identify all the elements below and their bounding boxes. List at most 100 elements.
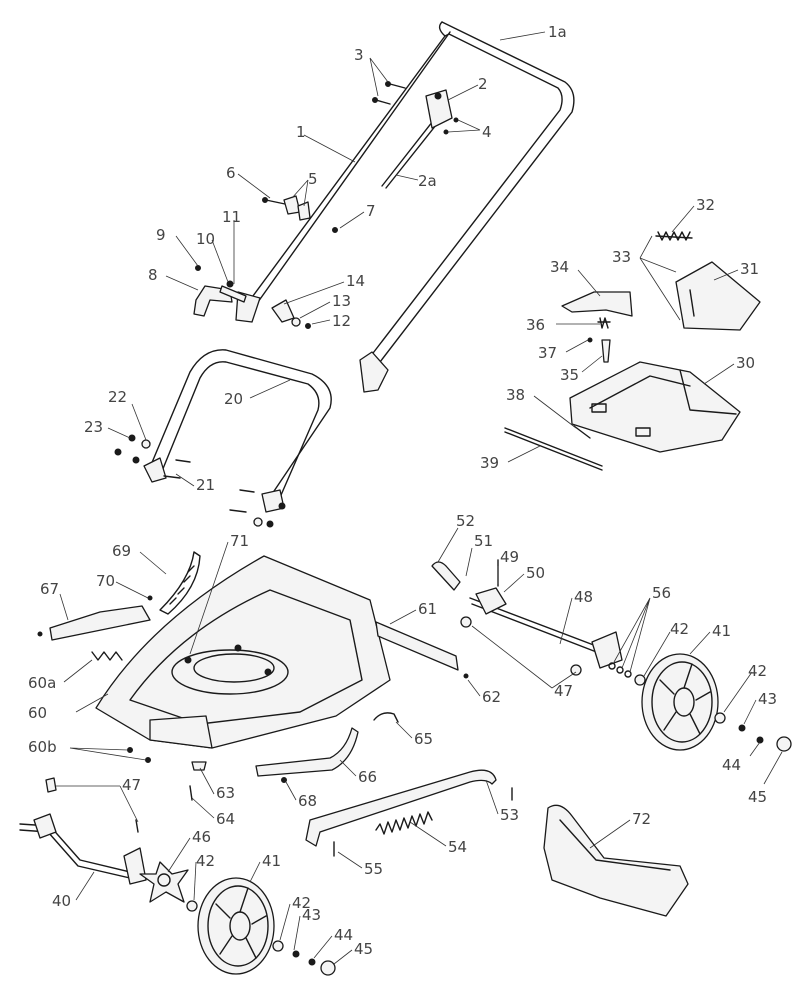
callout-46: 46 xyxy=(192,828,211,846)
callout-4: 4 xyxy=(482,123,492,141)
front-flap-67 xyxy=(49,605,151,641)
callout-41-lower: 41 xyxy=(262,852,281,870)
callout-11: 11 xyxy=(222,208,241,226)
rear-wheel-41 xyxy=(634,653,792,752)
drive-gear-46 xyxy=(139,861,189,903)
latch-12-14 xyxy=(271,299,311,329)
callout-36: 36 xyxy=(526,316,545,334)
callout-34: 34 xyxy=(550,258,569,276)
callout-43-upper: 43 xyxy=(758,690,777,708)
guard-69 xyxy=(159,551,201,615)
callout-71: 71 xyxy=(230,532,249,550)
callout-47-upper: 47 xyxy=(554,682,573,700)
side-discharge-72 xyxy=(543,804,689,917)
spring-32 xyxy=(655,231,693,241)
small-parts-deck xyxy=(37,595,469,801)
front-wheel-41 xyxy=(186,877,336,976)
callout-22: 22 xyxy=(108,388,127,406)
callout-42-right: 42 xyxy=(748,662,767,680)
callout-48: 48 xyxy=(574,588,593,606)
callout-68: 68 xyxy=(298,792,317,810)
callout-41-upper: 41 xyxy=(712,622,731,640)
callout-51: 51 xyxy=(474,532,493,550)
grass-box-30 xyxy=(569,361,741,453)
callout-39: 39 xyxy=(480,454,499,472)
callout-55: 55 xyxy=(364,860,383,878)
callout-60b: 60b xyxy=(28,738,57,756)
flap-34 xyxy=(561,291,633,317)
callout-53: 53 xyxy=(500,806,519,824)
callout-66: 66 xyxy=(358,768,377,786)
callout-1a: 1a xyxy=(548,23,567,41)
callout-20: 20 xyxy=(224,390,243,408)
leader-lines xyxy=(56,31,783,965)
callout-72: 72 xyxy=(632,810,651,828)
callout-60: 60 xyxy=(28,704,47,722)
callout-42-lower: 42 xyxy=(196,852,215,870)
callout-69: 69 xyxy=(112,542,131,560)
bar-53 xyxy=(305,769,497,847)
callout-12: 12 xyxy=(332,312,351,330)
callout-21: 21 xyxy=(196,476,215,494)
rail-61 xyxy=(375,621,459,671)
callout-61: 61 xyxy=(418,600,437,618)
callout-7: 7 xyxy=(366,202,376,220)
callout-70: 70 xyxy=(96,572,115,590)
callout-45-upper: 45 xyxy=(748,788,767,806)
callout-65: 65 xyxy=(414,730,433,748)
callout-33: 33 xyxy=(612,248,631,266)
spring-60a xyxy=(91,651,123,661)
callout-67: 67 xyxy=(40,580,59,598)
pins-55 xyxy=(45,777,513,857)
callout-44-lower: 44 xyxy=(334,926,353,944)
callout-44-upper: 44 xyxy=(722,756,741,774)
grass-box-lid-31 xyxy=(675,261,761,331)
callout-37: 37 xyxy=(538,344,557,362)
callout-42-upper: 42 xyxy=(670,620,689,638)
callout-31: 31 xyxy=(740,260,759,278)
callout-47-lower: 47 xyxy=(122,776,141,794)
rod-38-39 xyxy=(504,425,603,471)
callout-13: 13 xyxy=(332,292,351,310)
callout-5: 5 xyxy=(308,170,318,188)
callout-56: 56 xyxy=(652,584,671,602)
callout-32: 32 xyxy=(696,196,715,214)
callout-63: 63 xyxy=(216,784,235,802)
rear-axle-48 xyxy=(431,559,632,678)
hook-65 xyxy=(373,712,399,723)
callout-2a: 2a xyxy=(418,172,437,190)
callout-52: 52 xyxy=(456,512,475,530)
callout-49: 49 xyxy=(500,548,519,566)
bolts-3 xyxy=(372,81,406,105)
callout-23: 23 xyxy=(84,418,103,436)
callout-38: 38 xyxy=(506,386,525,404)
callout-42-lower-right: 42 xyxy=(292,894,311,912)
callout-60a: 60a xyxy=(28,674,56,692)
callout-30: 30 xyxy=(736,354,755,372)
knob-assembly-5-6 xyxy=(262,195,338,233)
callout-6: 6 xyxy=(226,164,236,182)
callout-10: 10 xyxy=(196,230,215,248)
callout-45-lower: 45 xyxy=(354,940,373,958)
upper-handle xyxy=(235,21,575,393)
callout-50: 50 xyxy=(526,564,545,582)
callout-9: 9 xyxy=(156,226,166,244)
callout-14: 14 xyxy=(346,272,365,290)
lever-8 xyxy=(193,265,247,317)
callout-1: 1 xyxy=(296,123,306,141)
callout-2: 2 xyxy=(478,75,488,93)
callout-40: 40 xyxy=(52,892,71,910)
callout-8: 8 xyxy=(148,266,158,284)
front-axle-40 xyxy=(19,813,147,885)
callout-35: 35 xyxy=(560,366,579,384)
mower-deck-60 xyxy=(95,555,391,749)
callout-43-lower: 43 xyxy=(302,906,321,924)
callout-62: 62 xyxy=(482,688,501,706)
parts-35-37 xyxy=(587,317,611,363)
callout-labels: 1a 2 2a 3 4 1 5 6 7 9 10 11 8 14 13 12 3… xyxy=(28,23,777,958)
lower-handle xyxy=(114,349,332,528)
callout-64: 64 xyxy=(216,810,235,828)
spring-54 xyxy=(375,811,433,835)
